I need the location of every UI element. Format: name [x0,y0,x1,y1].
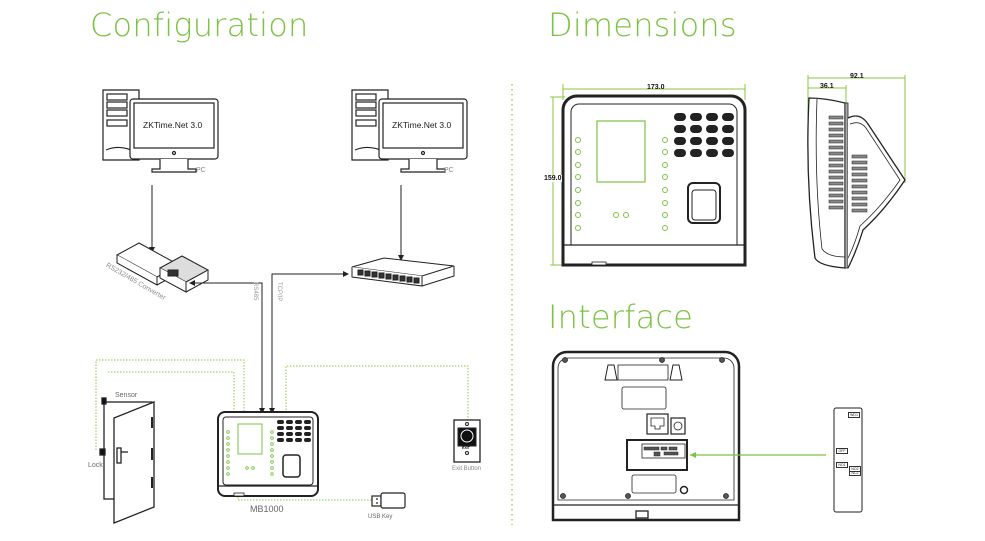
rs485-link-label: RS485 [252,282,258,301]
pc-left-illustration [102,89,219,173]
mb1000-device-illustration [217,411,319,497]
terminal-pin: WD1 [848,412,860,418]
exit-button-label: Exit Button [452,466,482,472]
terminal-pin: NO1 [836,462,848,468]
interface-heading: Interface [548,298,694,336]
sensor-label: Sensor [115,392,138,399]
rs232-485-converter-illustration [115,242,210,293]
pc-left-label: PC [196,167,206,174]
exit-button-text: EXIT [462,446,470,450]
front-view-illustration [561,94,747,267]
terminal-pin: NO2 [849,466,861,472]
terminal-panel-outline [833,407,863,513]
pc-left-screen-text: ZKTime.Net 3.0 [143,120,203,130]
back-view-illustration [551,350,741,522]
tcpip-link-label: TCP/IP [276,282,282,302]
configuration-heading: Configuration [90,6,309,44]
depth-body-dimension: 36.1 [820,83,834,90]
wiring-lines [95,359,469,501]
pc-right-illustration [351,89,468,173]
exit-button-illustration [453,419,481,463]
width-dimension: 173.0 [647,84,665,91]
pc-right-screen-text: ZKTime.Net 3.0 [392,120,452,130]
height-dimension: 159.0 [544,175,562,182]
hub-illustration [351,257,455,287]
door-illustration [99,397,155,524]
usb-key-illustration [371,492,406,509]
device-label: MB1000 [250,504,284,514]
lock-label: Lock [88,462,103,469]
side-view-illustration [807,97,906,269]
depth-total-dimension: 92.1 [850,73,864,80]
pc-right-label: PC [444,167,454,174]
usb-key-label: USB Key [368,514,393,520]
terminal-pin: OFF [836,448,848,454]
dimensions-heading: Dimensions [548,6,737,44]
